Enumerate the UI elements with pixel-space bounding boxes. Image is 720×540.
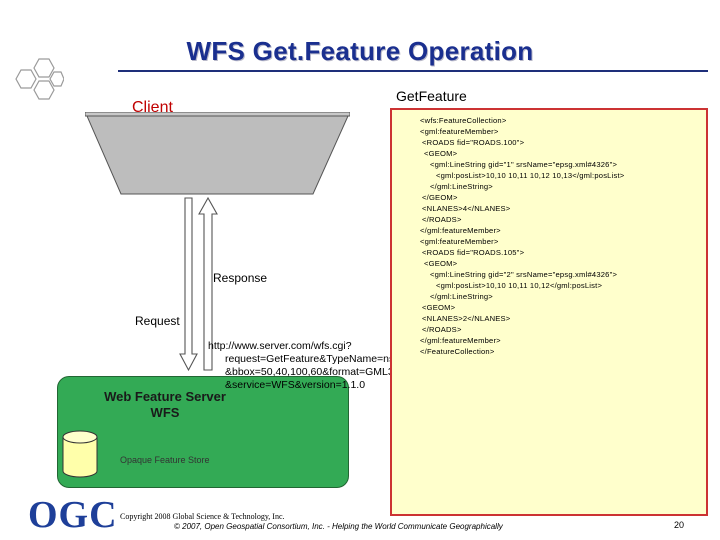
- code-line: <gml:LineString gid="2" srsName="epsg.xm…: [430, 270, 618, 279]
- copyright-gst: Copyright 2008 Global Science & Technolo…: [120, 512, 285, 521]
- code-line: <GEOM>: [424, 259, 458, 268]
- request-label: Request: [135, 314, 180, 328]
- server-title-line2: WFS: [150, 405, 180, 420]
- response-label: Response: [213, 271, 268, 285]
- getfeature-label: GetFeature: [396, 88, 467, 104]
- code-line: </ROADS>: [422, 215, 462, 224]
- hexagon-decoration-icon: [15, 58, 64, 100]
- code-line: <NLANES>4</NLANES>: [422, 204, 511, 213]
- page-number: 20: [674, 520, 685, 530]
- getfeature-response-box: <wfs:FeatureCollection> <gml:featureMemb…: [390, 108, 708, 516]
- code-line: <NLANES>2</NLANES>: [422, 314, 511, 323]
- ogc-logo: OGC: [28, 494, 118, 536]
- title-underline: [118, 70, 708, 72]
- code-line: </GEOM>: [422, 193, 458, 202]
- code-line: <GEOM>: [424, 149, 458, 158]
- code-line: <gml:posList>10,10 10,11 10,12</gml:posL…: [436, 281, 603, 290]
- request-url-line: &service=WFS&version=1.1.0: [225, 379, 366, 391]
- request-response-arrows: [179, 196, 218, 372]
- code-line: <GEOM>: [422, 303, 456, 312]
- code-line: </ROADS>: [422, 325, 462, 334]
- code-line: <gml:LineString gid="1" srsName="epsg.xm…: [430, 160, 618, 169]
- web-feature-server-box: [57, 376, 349, 488]
- request-url: http://www.server.com/wfs.cgi? request=G…: [208, 340, 444, 392]
- code-line: <gml:featureMember>: [420, 127, 499, 136]
- code-line: <wfs:FeatureCollection>: [420, 116, 507, 125]
- copyright-ogc: © 2007, Open Geospatial Consortium, Inc.…: [174, 522, 503, 531]
- request-url-line: http://www.server.com/wfs.cgi?: [208, 340, 352, 352]
- code-line: </gml:featureMember>: [420, 226, 501, 235]
- code-line: <gml:posList>10,10 10,11 10,12 10,13</gm…: [436, 171, 625, 180]
- client-computer-icon: [85, 112, 350, 195]
- server-title-line1: Web Feature Server: [104, 389, 226, 404]
- code-line: <ROADS fid="ROADS.105">: [422, 248, 525, 257]
- slide-title: WFS Get.Feature Operation: [186, 36, 534, 66]
- request-url-line: request=GetFeature&TypeName=ns01:Roadss: [225, 353, 445, 365]
- server-title: Web Feature Server WFS: [85, 389, 245, 421]
- feature-store-cylinder-icon: [62, 430, 98, 478]
- code-line: </gml:featureMember>: [420, 336, 501, 345]
- code-line: <gml:featureMember>: [420, 237, 499, 246]
- request-url-line: &bbox=50,40,100,60&format=GML3: [225, 366, 394, 378]
- code-line: <ROADS fid="ROADS.100">: [422, 138, 525, 147]
- code-line: </gml:LineString>: [430, 292, 493, 301]
- feature-store-label: Opaque Feature Store: [120, 455, 210, 465]
- code-line: </FeatureCollection>: [420, 347, 495, 356]
- code-line: </gml:LineString>: [430, 182, 493, 191]
